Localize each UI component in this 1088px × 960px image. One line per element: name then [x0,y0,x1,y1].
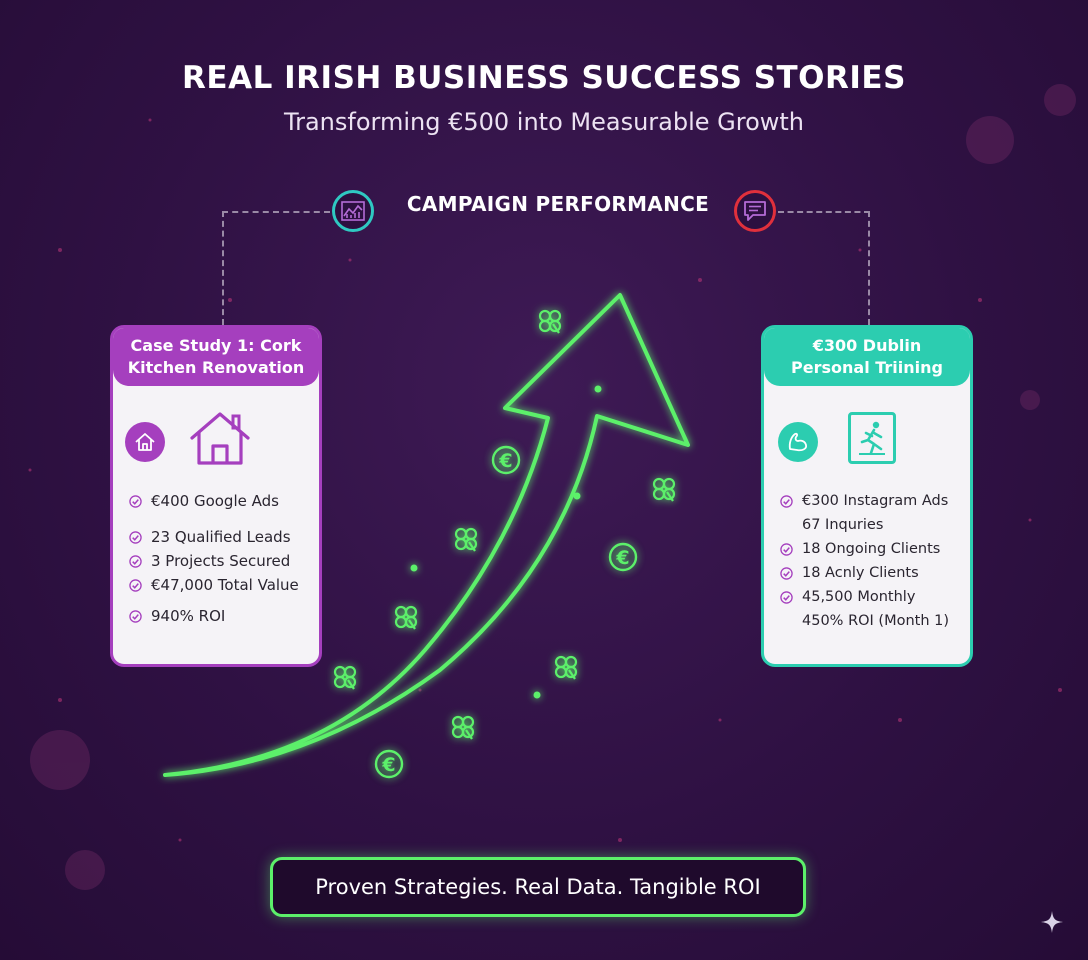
line-chart-icon [332,190,374,232]
case-study-header: Case Study 1: Cork Kitchen Renovation [113,328,319,386]
case-study-title-line2: Kitchen Renovation [127,358,305,377]
list-item: 450% ROI (Month 1) [802,613,950,629]
shamrock-icon [554,655,578,681]
house-outline-icon [190,412,250,465]
check-circle-icon [780,494,793,508]
case-study-card-cork: Case Study 1: Cork Kitchen Renovation €4… [110,325,322,667]
euro-coin-icon [608,542,638,572]
home-icon [125,422,165,462]
check-circle-icon [780,542,793,556]
page-title: REAL IRISH BUSINESS SUCCESS STORIES [182,60,906,96]
list-item: 940% ROI [129,607,299,625]
shamrock-icon [652,477,676,503]
euro-coin-icon [374,749,404,779]
list-item: 23 Qualified Leads [129,528,299,546]
shamrock-icon [538,309,562,335]
list-item: 18 Acnly Clients [780,564,949,582]
growth-arrow [163,293,690,777]
footer-banner: Proven Strategies. Real Data. Tangible R… [270,857,806,917]
list-item: €400 Google Ads [129,492,299,510]
check-circle-icon [129,554,142,568]
list-item: €300 Instagram Ads [780,492,949,510]
check-circle-icon [129,578,142,592]
shamrock-icon [451,715,475,741]
chat-bubble-icon [734,190,776,232]
connector-right-horizontal [778,211,870,213]
connector-right-vertical [868,211,870,325]
case-study-icons [113,412,319,472]
shamrock-icon [454,527,478,553]
case-study-title-line2: Personal Triining [791,358,943,377]
euro-coin-icon [491,445,521,475]
shamrock-icon [394,605,418,631]
check-circle-icon [129,609,142,623]
page-subtitle: Transforming €500 into Measurable Growth [283,108,805,136]
case-study-results: €300 Instagram Ads 67 Inquries 18 Ongoin… [780,492,949,636]
check-circle-icon [780,590,793,604]
list-item: 45,500 Monthly [780,588,949,606]
connector-left-horizontal [222,211,330,213]
case-study-header: €300 Dublin Personal Triining [764,328,970,386]
connector-left-vertical [222,211,224,325]
list-item: €47,000 Total Value [129,576,299,594]
case-study-card-dublin: €300 Dublin Personal Triining €300 Insta… [761,325,973,667]
running-person-icon [848,412,896,464]
check-circle-icon [129,494,142,508]
case-study-icons [764,412,970,472]
campaign-performance-title: CAMPAIGN PERFORMANCE [406,192,710,216]
sparkle-icon [1041,911,1063,933]
list-item: 67 Inquries [802,517,884,533]
check-circle-icon [129,530,142,544]
case-study-results: €400 Google Ads 23 Qualified Leads 3 Pro… [129,492,299,631]
list-item: 3 Projects Secured [129,552,299,570]
flexed-arm-icon [778,422,818,462]
check-circle-icon [780,566,793,580]
shamrock-icon [333,665,357,691]
case-study-title-line1: €300 Dublin [812,336,922,355]
list-item: 18 Ongoing Clients [780,540,949,558]
case-study-title-line1: Case Study 1: Cork [130,336,302,355]
